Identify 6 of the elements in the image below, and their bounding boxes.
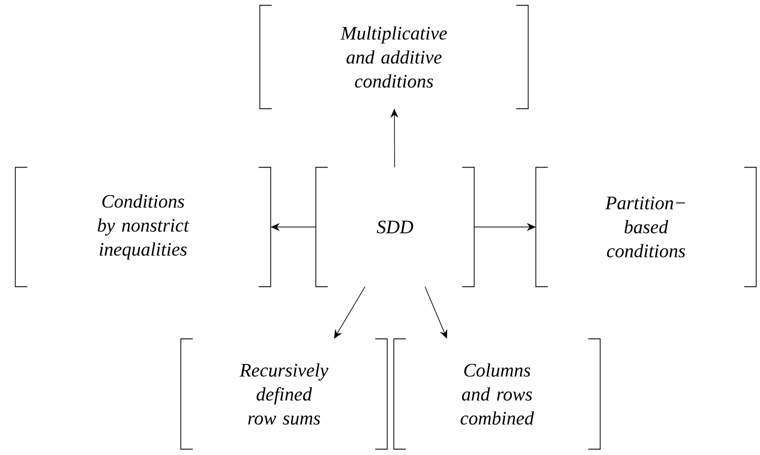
- bracket-box: Multiplicative and additive conditions: [259, 4, 529, 110]
- bracket-box: Partition− based conditions: [535, 166, 757, 288]
- bracket-box: Conditions by nonstrict inequalities: [14, 166, 272, 288]
- bracket-box: Columns and rows combined: [393, 338, 601, 450]
- bracket-box: SDD: [315, 166, 475, 288]
- bracket-box: Recursively defined row sums: [180, 338, 388, 450]
